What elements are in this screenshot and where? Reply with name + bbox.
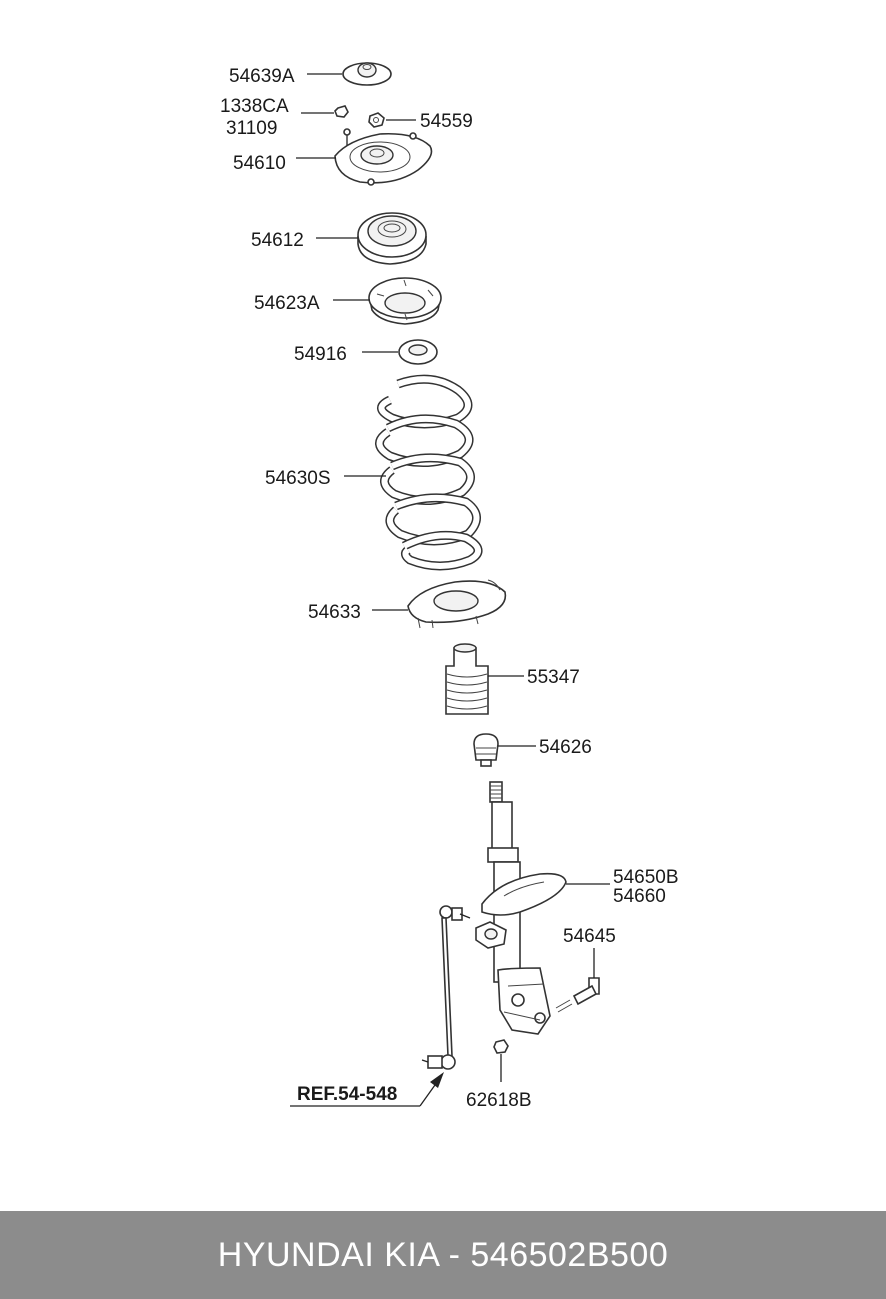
label-54639A: 54639A [229, 66, 295, 87]
stabilizer-link-part [421, 905, 471, 1070]
coil-spring-part [375, 374, 483, 571]
label-54559: 54559 [420, 111, 473, 132]
bearing-part [357, 212, 427, 265]
strut-assembly-part [475, 781, 567, 1035]
label-54650B: 54650B [613, 867, 679, 888]
label-54612: 54612 [251, 230, 304, 251]
label-54645: 54645 [563, 926, 616, 947]
spring-seat-part [368, 277, 442, 325]
parts-diagram: 54639A 1338CA 31109 54559 54610 54612 [220, 62, 679, 1111]
label-31109: 31109 [226, 118, 277, 139]
label-54916: 54916 [294, 344, 347, 365]
bolt-part [555, 977, 600, 1013]
strut-mount-part [334, 128, 433, 186]
label-ref: REF.54-548 [297, 1084, 397, 1105]
flange-nut-part [493, 1039, 509, 1054]
lower-spring-pad-part [407, 579, 507, 629]
dust-boot-part [445, 643, 489, 715]
footer-banner: HYUNDAI KIA - 546502B500 [0, 1211, 886, 1299]
label-54626: 54626 [539, 737, 592, 758]
dust-cap-part [342, 62, 392, 86]
label-1338CA: 1338CA [220, 96, 289, 117]
label-54660: 54660 [613, 886, 666, 907]
bump-stopper-part [473, 733, 499, 767]
label-55347: 55347 [527, 667, 580, 688]
lock-nut-part [368, 112, 385, 128]
label-54623A: 54623A [254, 293, 320, 314]
small-nut-part [334, 105, 349, 118]
washer-part [398, 339, 438, 365]
ref-arrow-head [430, 1072, 444, 1088]
label-62618B: 62618B [466, 1090, 532, 1111]
label-54610: 54610 [233, 153, 286, 174]
footer-text: HYUNDAI KIA - 546502B500 [217, 1235, 669, 1274]
label-54630S: 54630S [265, 468, 331, 489]
label-54633: 54633 [308, 602, 361, 623]
